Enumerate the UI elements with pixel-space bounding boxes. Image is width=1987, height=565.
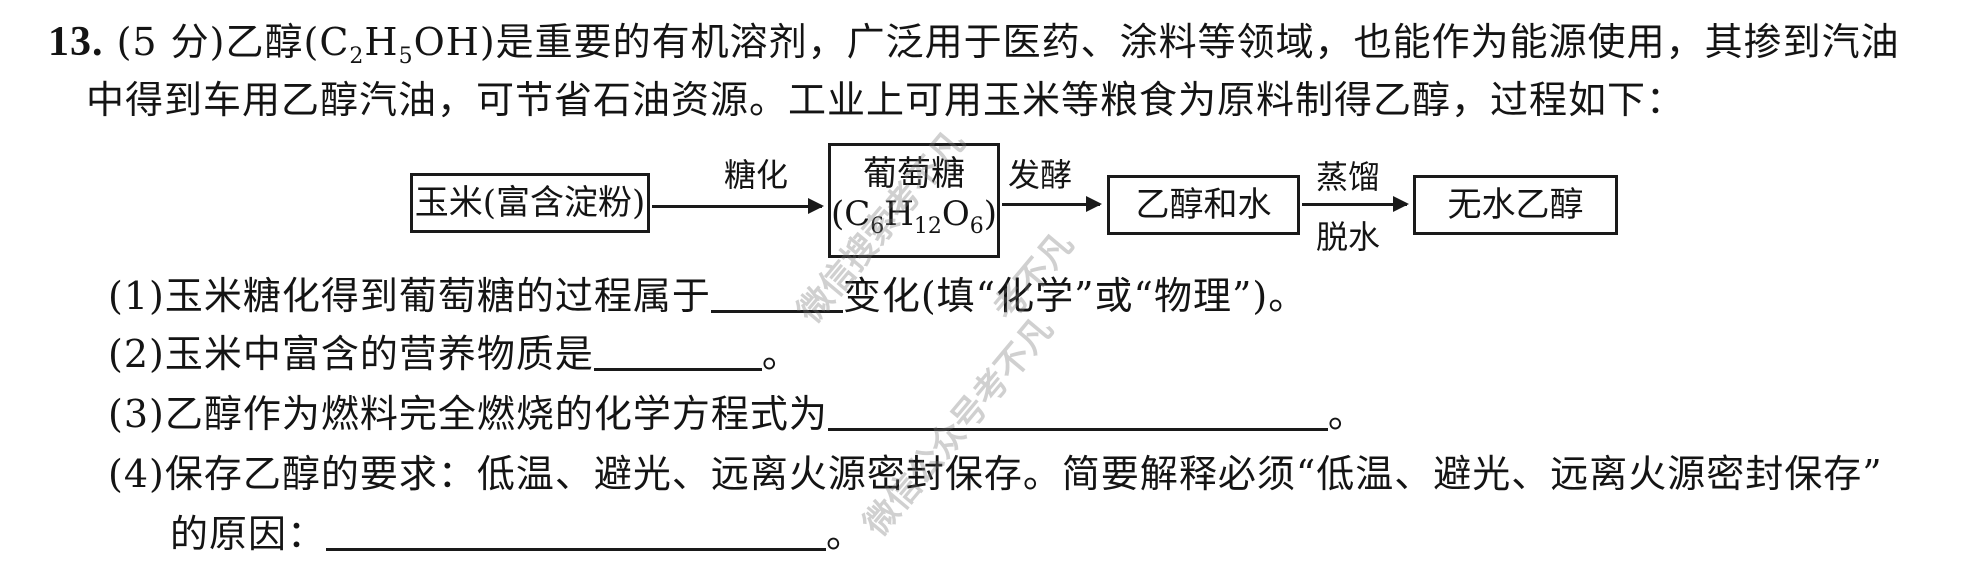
- question-text: (4)保存乙醇的要求：低温、避光、远离火源密封保存。简要解释必须“低温、避光、远…: [108, 452, 1883, 496]
- question-text: 。: [761, 332, 801, 376]
- arrow-distillation: [1302, 196, 1409, 212]
- question-stem-line2: 中得到车用乙醇汽油，可节省石油资源。工业上可用玉米等粮食为原料制得乙醇，过程如下…: [86, 78, 1686, 122]
- glucose-formula: (C6H12O6): [830, 194, 998, 239]
- intro-text: 乙醇(C: [225, 20, 350, 64]
- arrow-fermentation: [1002, 196, 1102, 212]
- answer-blank-2[interactable]: [593, 332, 762, 371]
- arrow-label-dehydration: 脱水: [1316, 218, 1381, 256]
- box-glucose: 葡萄糖 (C6H12O6): [828, 143, 1000, 258]
- arrow-label-saccharification: 糖化: [724, 156, 789, 194]
- question-text: (1)玉米糖化得到葡萄糖的过程属于: [108, 274, 711, 318]
- sub-question-3: (3)乙醇作为燃料完全燃烧的化学方程式为 。: [108, 390, 1367, 438]
- subscript: 5: [398, 44, 414, 69]
- intro-text: OH)是重要的有机溶剂，广泛用于医药、涂料等领域，也能作为能源使用，其掺到汽油: [413, 20, 1900, 64]
- box-label: 无水乙醇: [1447, 185, 1584, 225]
- answer-blank-3[interactable]: [827, 392, 1328, 431]
- answer-blank-1[interactable]: [710, 274, 843, 313]
- box-anhydrous-ethanol: 无水乙醇: [1413, 175, 1618, 235]
- box-label: 乙醇和水: [1135, 185, 1272, 225]
- question-number: 13.: [48, 19, 104, 65]
- box-label: 玉米(富含淀粉): [414, 183, 646, 223]
- arrow-label-fermentation: 发酵: [1008, 156, 1073, 194]
- question-text: (3)乙醇作为燃料完全燃烧的化学方程式为: [108, 392, 828, 436]
- box-ethanol-water: 乙醇和水: [1107, 175, 1300, 235]
- box-label: 葡萄糖: [863, 154, 965, 194]
- box-corn: 玉米(富含淀粉): [410, 173, 650, 233]
- question-text: 。: [1327, 392, 1367, 436]
- sub-question-4-line2: 的原因： 。: [170, 510, 865, 558]
- subscript: 2: [349, 44, 365, 69]
- question-text: 变化(填“化学”或“物理”)。: [842, 274, 1308, 318]
- question-text: 。: [826, 512, 866, 556]
- intro-text: H: [364, 20, 399, 64]
- question-text: 的原因：: [170, 512, 327, 556]
- question-score: (5 分): [116, 20, 226, 64]
- sub-question-4: (4)保存乙醇的要求：低温、避光、远离火源密封保存。简要解释必须“低温、避光、远…: [108, 450, 1883, 498]
- sub-question-1: (1)玉米糖化得到葡萄糖的过程属于 变化(填“化学”或“物理”)。: [108, 272, 1307, 320]
- question-text: (2)玉米中富含的营养物质是: [108, 332, 594, 376]
- arrow-saccharification: [652, 198, 824, 214]
- question-stem-line1: 13. (5 分)乙醇(C2H5OH)是重要的有机溶剂，广泛用于医药、涂料等领域…: [48, 18, 1900, 81]
- answer-blank-4[interactable]: [326, 512, 827, 551]
- arrow-label-distillation: 蒸馏: [1316, 158, 1381, 196]
- sub-question-2: (2)玉米中富含的营养物质是 。: [108, 330, 801, 378]
